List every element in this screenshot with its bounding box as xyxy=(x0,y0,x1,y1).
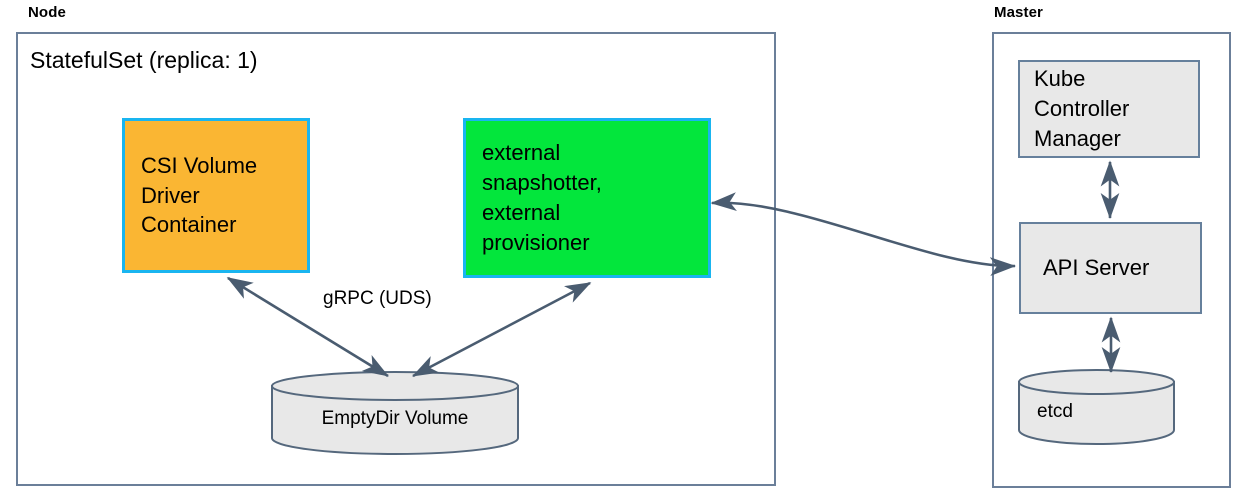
kube-controller-manager-box[interactable]: Kube Controller Manager xyxy=(1018,60,1200,158)
external-sidecars-box[interactable]: external snapshotter, external provision… xyxy=(463,118,711,278)
grpc-edge-label: gRPC (UDS) xyxy=(323,288,432,309)
csi-volume-driver-container-label: CSI Volume Driver Container xyxy=(141,152,258,238)
node-group-label: Node xyxy=(28,4,66,21)
api-server-box[interactable]: API Server xyxy=(1019,222,1202,314)
etcd-label: etcd xyxy=(1037,401,1073,422)
emptydir-volume-cylinder[interactable]: EmptyDir Volume xyxy=(270,370,520,455)
emptydir-volume-label: EmptyDir Volume xyxy=(321,408,469,429)
master-group-label: Master xyxy=(994,4,1043,21)
api-server-label: API Server xyxy=(1043,255,1150,281)
kube-controller-manager-label: Kube Controller Manager xyxy=(1034,66,1130,151)
statefulset-title: StatefulSet (replica: 1) xyxy=(30,47,258,73)
external-sidecars-label: external snapshotter, external provision… xyxy=(482,140,602,255)
csi-volume-driver-container-box[interactable]: CSI Volume Driver Container xyxy=(122,118,310,273)
etcd-cylinder[interactable]: etcd xyxy=(1017,368,1176,446)
